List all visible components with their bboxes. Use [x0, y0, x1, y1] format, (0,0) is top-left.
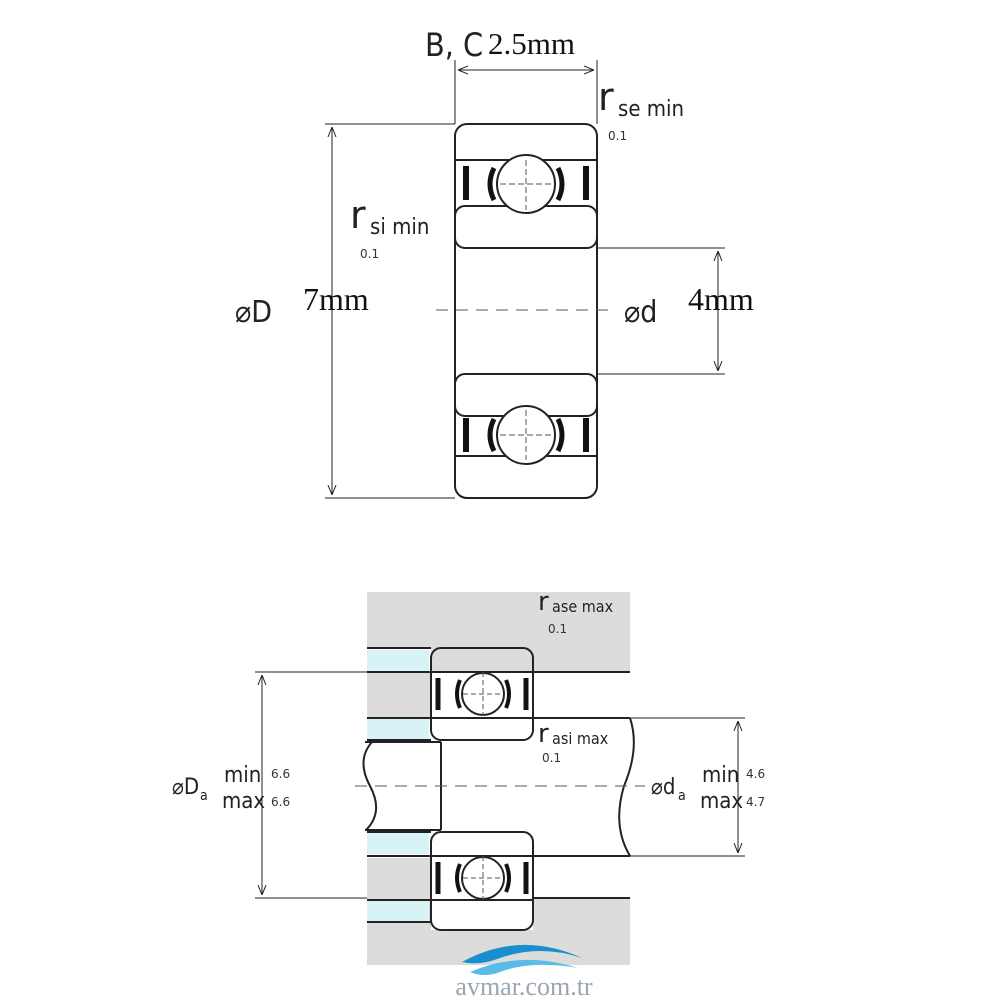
Da-min-value: 6.6: [271, 767, 290, 781]
da-min-label: min: [702, 763, 739, 788]
rse-label: r: [598, 75, 614, 119]
rse-sub: se min: [618, 97, 684, 122]
rase-label: r: [538, 587, 549, 617]
top-seals: [463, 166, 589, 453]
da-sub: a: [678, 788, 686, 804]
rsi-sub: si min: [370, 215, 429, 240]
rase-value: 0.1: [548, 622, 567, 636]
Da-max-label: max: [222, 789, 265, 814]
top-dimensions: [325, 60, 725, 499]
bearing-upper: [430, 647, 534, 741]
top-centerlines: [436, 160, 612, 460]
da-min-value: 4.6: [746, 767, 765, 781]
ball-bottom: [496, 405, 556, 465]
Da-sub: a: [200, 788, 208, 804]
bottom-dimensions: [255, 671, 745, 899]
da-max-label: max: [700, 789, 743, 814]
Da-label: ⌀D: [172, 775, 199, 800]
housing: [367, 592, 630, 965]
rasi-sub: asi max: [552, 729, 609, 748]
rse-value: 0.1: [608, 129, 627, 143]
outer-diameter-label: ⌀D: [235, 295, 272, 330]
rasi-value: 0.1: [542, 751, 561, 765]
inner-diameter-value: 4mm: [688, 281, 754, 317]
rsi-label: r: [350, 193, 366, 237]
width-label: B, C: [425, 26, 483, 64]
rsi-value: 0.1: [360, 247, 379, 261]
Da-max-value: 6.6: [271, 795, 290, 809]
inner-diameter-label: ⌀d: [624, 295, 657, 330]
Da-min-label: min: [224, 763, 261, 788]
bottom-centerlines: [355, 672, 645, 900]
da-max-value: 4.7: [746, 795, 765, 809]
bearing-outline: [454, 123, 598, 499]
width-value: 2.5mm: [488, 26, 575, 61]
wave-logo-icon: [462, 944, 582, 975]
bearing-lower: [430, 831, 534, 931]
da-label: ⌀d: [651, 775, 675, 800]
outer-diameter-value: 7mm: [303, 281, 369, 317]
rase-sub: ase max: [552, 597, 614, 616]
watermark-text: avmar.com.tr: [455, 972, 593, 1000]
bottom-seals: [435, 678, 529, 894]
spacer-cyan: [367, 650, 429, 922]
rasi-label: r: [538, 719, 549, 749]
